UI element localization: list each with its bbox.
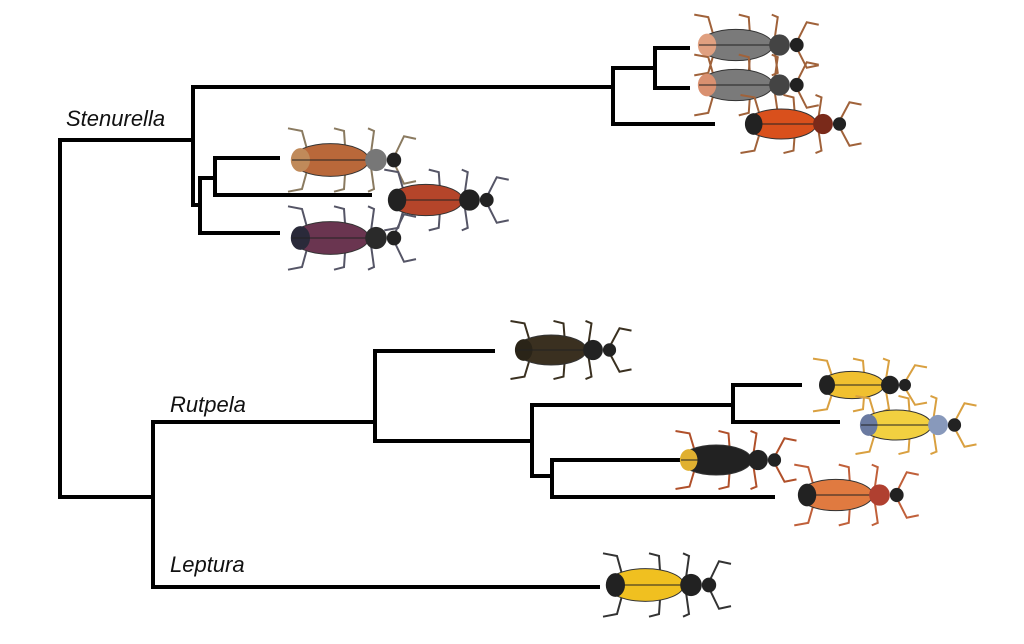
beetle-legs <box>287 127 417 193</box>
clade-label-leptura: Leptura <box>170 552 245 577</box>
beetle-rutpela-4 <box>675 429 797 491</box>
beetle-head <box>889 487 904 503</box>
beetle-pronotum <box>365 148 387 172</box>
beetle-pronotum <box>928 414 948 436</box>
beetle-stenurella-3 <box>740 93 862 155</box>
clade-label-rutpela: Rutpela <box>170 392 246 417</box>
beetle-head <box>701 577 717 593</box>
beetle-stenurella-1 <box>694 13 819 77</box>
beetle-stenurella-6 <box>287 205 417 271</box>
beetle-pronotum <box>583 339 603 361</box>
beetle-head <box>602 343 617 357</box>
clade-label-stenurella: Stenurella <box>66 106 166 131</box>
beetle-rutpela-5 <box>794 463 919 527</box>
beetle-legs <box>794 463 919 527</box>
beetle-head <box>386 230 402 246</box>
beetle-pronotum <box>365 226 387 250</box>
beetle-head <box>832 117 847 131</box>
beetle-rutpela-3 <box>855 394 977 456</box>
beetle-head <box>789 37 804 53</box>
beetle-stenurella-2 <box>694 53 819 117</box>
beetle-pronotum <box>881 375 899 395</box>
beetle-pronotum <box>459 189 480 211</box>
beetle-head <box>947 418 962 432</box>
beetle-head <box>767 453 782 467</box>
beetle-stenurella-4 <box>287 127 417 193</box>
beetle-pronotum <box>680 573 702 597</box>
beetle-pronotum <box>869 484 890 506</box>
beetle-head <box>479 192 494 208</box>
beetle-pronotum <box>769 34 790 56</box>
beetle-head <box>899 378 911 392</box>
beetle-pronotum <box>748 449 768 471</box>
beetle-stenurella-5 <box>384 168 509 232</box>
beetle-head <box>789 77 804 93</box>
beetle-pronotum <box>769 74 790 96</box>
beetle-head <box>386 152 402 168</box>
beetle-rutpela-1 <box>510 319 632 381</box>
beetle-leptura-1 <box>602 552 732 618</box>
beetle-pronotum <box>813 113 833 135</box>
